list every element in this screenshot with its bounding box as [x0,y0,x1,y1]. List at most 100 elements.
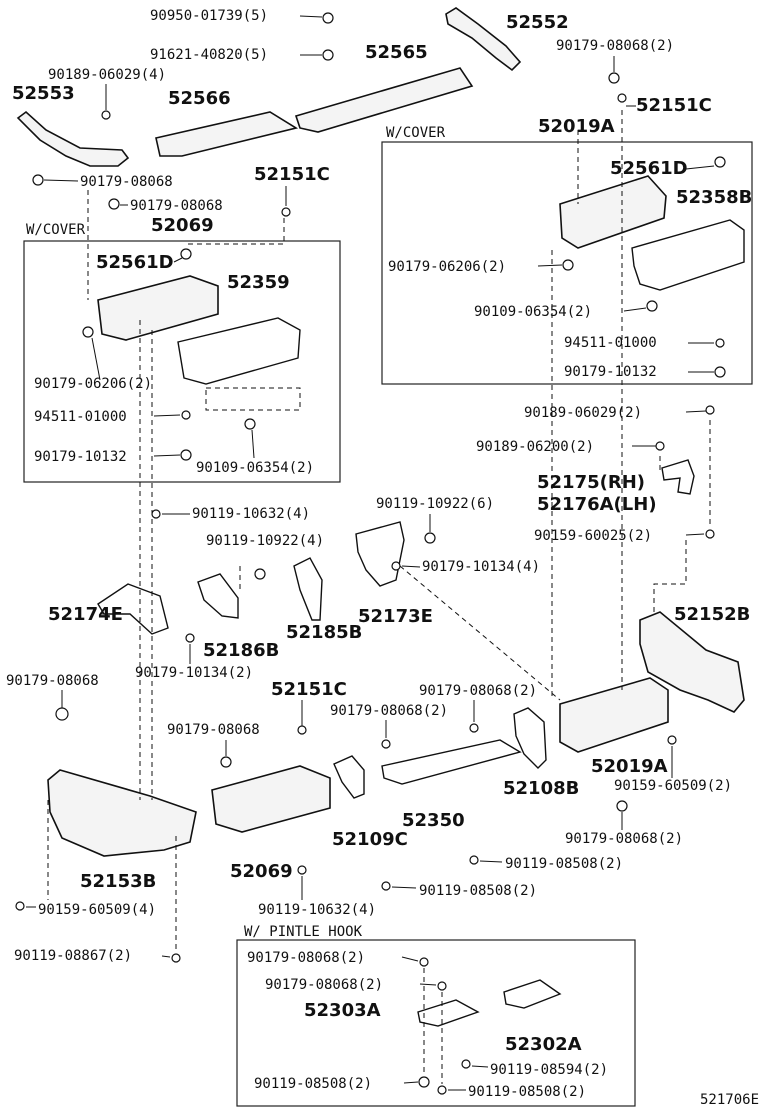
part-52186b [197,573,239,619]
part-label: 52151C [254,164,330,185]
section-label-pintle-hook: W/ PINTLE HOOK [244,924,363,940]
part-label: 52185B [286,622,362,643]
fasteners [15,12,726,1095]
part-label: 52153B [80,871,156,892]
part-52565 [294,67,474,133]
part-label: 52019A [591,756,668,777]
part-label: 52174E [48,604,123,625]
part-label: 90179-10132 [34,449,127,465]
section-label-cover-left: W/COVER [26,222,86,238]
part-label: 90159-60025(2) [534,528,652,544]
part-label: 90179-06206(2) [388,259,506,275]
part-label: 52359 [227,272,290,293]
part-label: 52152B [674,604,750,625]
part-label: 90159-60509(4) [38,902,156,918]
part-label: 90109-06354(2) [196,460,314,476]
part-52302a [503,979,562,1009]
part-label: 90119-08867(2) [14,948,132,964]
part-label: 90119-10922(4) [206,533,324,549]
part-52019a-lower [559,677,669,753]
pintle-hook-box [236,939,636,1107]
part-label: 52109C [332,829,408,850]
part-52553 [16,110,130,167]
part-52175 [661,459,695,495]
part-52019a-upper [559,175,667,249]
part-label: 90119-10632(4) [192,506,310,522]
part-label: 52108B [503,778,579,799]
part-label: 94511-01000 [34,409,127,425]
part-label: 90179-08068(2) [247,950,365,966]
part-label: 90179-08068 [6,673,99,689]
part-label: 90179-08068(2) [265,977,383,993]
part-label: 52350 [402,810,465,831]
part-label: 90950-01739(5) [150,8,268,24]
part-label: 52302A [505,1034,582,1055]
part-52350 [381,739,522,785]
part-label: 52173E [358,606,433,627]
alignment-lines [47,110,711,1084]
part-label: 52019A [538,116,615,137]
part-label: 52151C [636,95,712,116]
part-label: 52565 [365,42,428,63]
part-label: 90179-08068(2) [419,683,537,699]
part-label: 52561D [610,158,688,179]
part-label: 90179-08068(2) [330,703,448,719]
part-52185b [293,557,323,621]
part-label: 90179-10134(4) [422,559,540,575]
part-label: 94511-01000 [564,335,657,351]
part-52069-upper [97,275,219,341]
part-label: 52552 [506,12,569,33]
part-52153b [47,769,197,857]
part-label: 90179-08068 [167,722,260,738]
section-label-cover-right: W/COVER [386,125,446,141]
part-52359 [177,317,301,385]
part-label: 52566 [168,88,231,109]
leader-lines [26,15,715,1091]
part-52108b [513,707,547,769]
part-label: 90179-08068(2) [565,831,683,847]
part-label: 90179-10132 [564,364,657,380]
part-52303a [417,999,480,1027]
part-52152b [639,611,745,713]
part-label: 90159-60509(2) [614,778,732,794]
part-label: 90109-06354(2) [474,304,592,320]
part-label: 90119-08508(2) [468,1084,586,1100]
part-labels: 90950-01739(5) 52552 90179-08068(2) 91621-4… [6,8,752,1100]
part-label: 90189-06029(4) [48,67,166,83]
part-label: 52358B [676,187,752,208]
part-label: 90119-08594(2) [490,1062,608,1078]
part-label: 52561D [96,252,174,273]
part-52552 [445,7,522,72]
part-label: 90179-10134(2) [135,665,253,681]
part-label: 52186B [203,640,279,661]
cover-box-right [381,141,753,385]
part-label: 90179-06206(2) [34,376,152,392]
part-label: 90119-08508(2) [254,1076,372,1092]
part-label: 90179-08068(2) [556,38,674,54]
diagram-id: 521706E [700,1092,759,1108]
part-label: 90119-08508(2) [419,883,537,899]
cover-box-left [23,240,341,483]
part-52069-lower [211,765,331,833]
part-label: 90179-08068 [80,174,173,190]
part-label: 90119-10632(4) [258,902,376,918]
part-52173e [355,521,405,587]
part-label: 90179-08068 [130,198,223,214]
part-label: 52175(RH) [537,472,645,493]
part-label: 52069 [230,861,293,882]
part-label: 52176A(LH) [537,494,657,515]
part-52566 [155,111,299,157]
part-52358b [631,219,745,291]
part-52109c [333,755,365,799]
part-label: 52069 [151,215,214,236]
part-label: 52553 [12,83,75,104]
part-label: 90189-06029(2) [524,405,642,421]
part-label: 91621-40820(5) [150,47,268,63]
part-label: 52303A [304,1000,381,1021]
part-label: 90119-08508(2) [505,856,623,872]
part-label: 90189-06200(2) [476,439,594,455]
part-label: 90119-10922(6) [376,496,494,512]
part-label: 52151C [271,679,347,700]
